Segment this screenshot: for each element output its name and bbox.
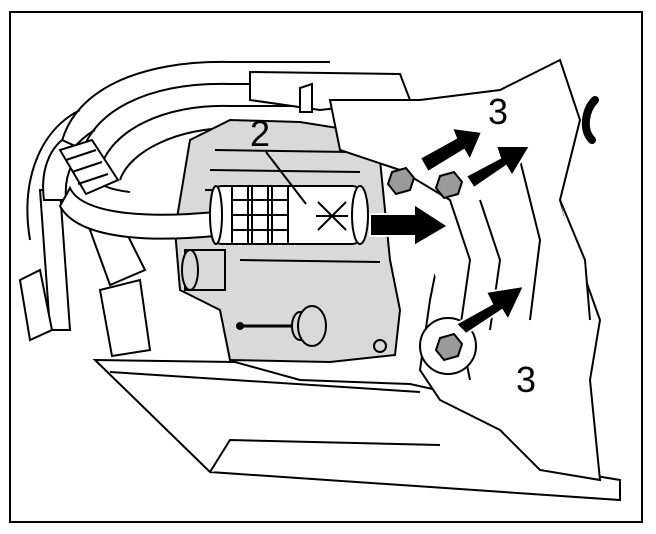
callout-2-label: 2: [250, 113, 271, 154]
leader-line-2: [265, 151, 307, 205]
arrow-upper-right: [464, 145, 532, 190]
fastener-bolts: [386, 166, 477, 375]
hose-connector: [209, 151, 369, 245]
bolt-lower: [434, 332, 464, 362]
callout-3-bottom-label: 3: [516, 359, 537, 400]
bolt-upper-right: [434, 170, 464, 200]
pointer-arrows: [369, 126, 532, 336]
arrow-upper-left: [418, 126, 484, 174]
arrow-lower: [454, 284, 526, 336]
arrow-middle: [369, 202, 450, 248]
callout-3-top-label: 3: [488, 91, 509, 132]
bolt-upper-left: [386, 166, 416, 196]
